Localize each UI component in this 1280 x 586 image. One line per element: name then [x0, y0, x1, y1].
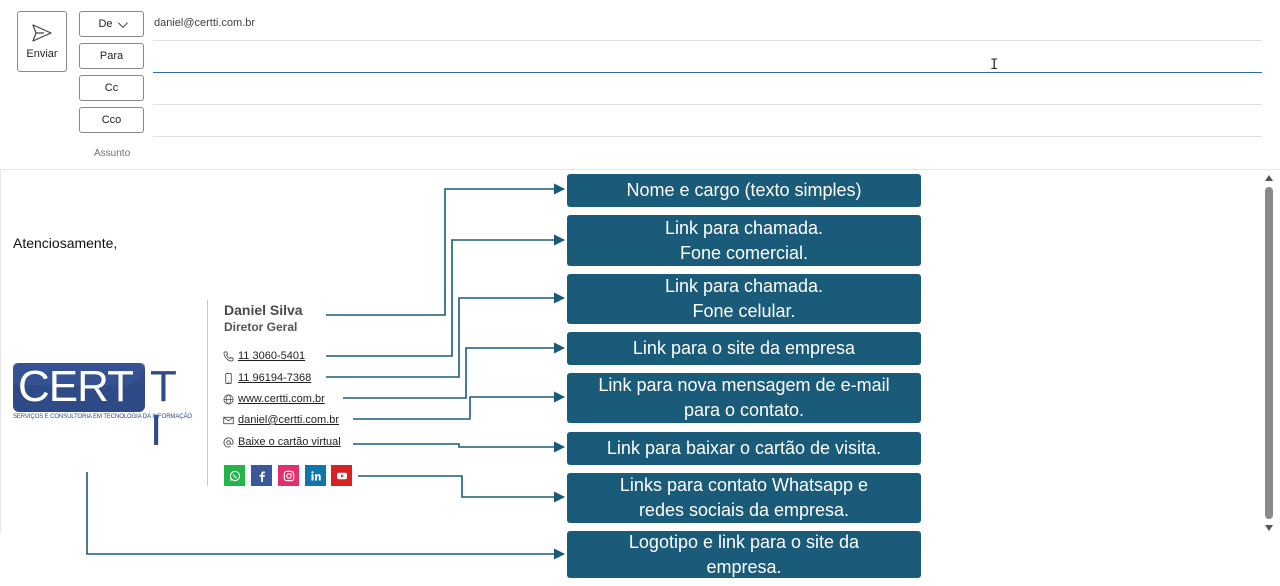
- bcc-input-underline[interactable]: [153, 136, 1262, 137]
- scroll-down-icon[interactable]: [1265, 525, 1273, 531]
- callout-social: Links para contato Whatsapp e redes soci…: [567, 473, 921, 523]
- send-button[interactable]: Enviar: [17, 11, 67, 72]
- callout-name-title: Nome e cargo (texto simples): [567, 174, 921, 207]
- signature-phone-mobile-row: 11 96194-7368: [223, 372, 311, 384]
- logo-cert-text: CERT: [18, 362, 134, 411]
- header-divider: [0, 169, 1280, 170]
- callout-line: Link para o site da empresa: [632, 338, 856, 358]
- connector-social: [358, 475, 566, 503]
- callout-logo: Logotipo e link para o site da empresa.: [567, 531, 921, 578]
- send-label: Enviar: [26, 47, 58, 60]
- bcc-label: Cco: [101, 114, 122, 126]
- body-frame: [0, 170, 1, 533]
- callout-line: Nome e cargo (texto simples): [626, 180, 862, 200]
- callout-line: Links para contato Whatsapp e: [619, 475, 869, 495]
- cc-input-underline[interactable]: [153, 104, 1262, 105]
- logo-tagline: SERVIÇOS E CONSULTORIA EM TECNOLOGIA DA …: [13, 414, 192, 420]
- signature-vcard-row: Baixe o cartão virtual: [223, 436, 341, 448]
- callout-line: Fone celular.: [692, 301, 796, 321]
- callout-phone-mobile: Link para chamada. Fone celular.: [567, 274, 921, 324]
- from-divider: [153, 40, 1262, 41]
- callout-email: Link para nova mensagem de e-mail para o…: [567, 373, 921, 423]
- facebook-icon[interactable]: [251, 465, 272, 486]
- callout-phone-office: Link para chamada. Fone comercial.: [567, 215, 921, 266]
- connector-website: [343, 342, 566, 399]
- to-input-underline[interactable]: [153, 72, 1262, 73]
- signature-website-row: www.certti.com.br: [223, 393, 325, 405]
- connector-phone-mobile: [326, 292, 566, 378]
- cc-label: Cc: [104, 82, 119, 94]
- callout-line: Link para baixar o cartão de visita.: [606, 438, 882, 458]
- send-icon: [32, 23, 52, 42]
- company-logo[interactable]: CERT T I SERVIÇOS E CONSULTORIA EM TECNO…: [12, 363, 197, 453]
- callout-line: empresa.: [706, 556, 782, 577]
- youtube-icon[interactable]: [331, 465, 352, 486]
- signature-phone-office-row: 11 3060-5401: [223, 350, 305, 362]
- envelope-icon: [223, 416, 234, 424]
- logo-ti-text: T I: [150, 362, 183, 455]
- email-link[interactable]: daniel@certti.com.br: [238, 414, 340, 426]
- from-value: daniel@certti.com.br: [154, 17, 256, 29]
- subject-input[interactable]: Assunto: [94, 148, 131, 159]
- text-cursor-icon: I: [990, 57, 999, 73]
- at-sign-icon: [223, 436, 234, 447]
- phone-icon: [223, 351, 234, 361]
- phone-office-link[interactable]: 11 3060-5401: [238, 350, 306, 362]
- globe-icon: [223, 394, 234, 404]
- website-link[interactable]: www.certti.com.br: [238, 393, 325, 405]
- scroll-thumb[interactable]: [1265, 187, 1273, 519]
- signature-name: Daniel Silva: [224, 302, 303, 318]
- signature-title: Diretor Geral: [224, 320, 298, 334]
- connector-phone-office: [326, 234, 566, 357]
- cc-button[interactable]: Cc: [79, 75, 144, 101]
- callout-line: Link para chamada.: [664, 276, 824, 296]
- vcard-download-link[interactable]: Baixe o cartão virtual: [238, 436, 341, 448]
- to-label: Para: [99, 50, 124, 62]
- signature-divider: [207, 300, 208, 486]
- callout-website: Link para o site da empresa: [567, 332, 921, 365]
- signature-email-row: daniel@certti.com.br: [223, 414, 339, 426]
- mobile-phone-icon: [225, 372, 232, 384]
- chevron-down-icon: [117, 17, 128, 28]
- connector-name: [326, 183, 566, 316]
- callout-vcard: Link para baixar o cartão de visita.: [567, 432, 921, 465]
- logo-cert-block: CERT: [13, 363, 145, 412]
- from-label: De: [98, 18, 113, 30]
- body-scrollbar[interactable]: [1261, 172, 1277, 534]
- connector-vcard: [353, 441, 566, 453]
- instagram-icon[interactable]: [278, 465, 299, 486]
- callout-line: Link para nova mensagem de e-mail: [598, 375, 890, 395]
- to-button[interactable]: Para: [79, 43, 144, 69]
- linkedin-icon[interactable]: [305, 465, 326, 486]
- from-button[interactable]: De: [79, 11, 144, 37]
- greeting-text: Atenciosamente,: [13, 235, 118, 251]
- phone-mobile-link[interactable]: 11 96194-7368: [238, 372, 312, 384]
- scroll-up-icon[interactable]: [1265, 175, 1273, 181]
- whatsapp-icon[interactable]: [224, 465, 245, 486]
- connector-email: [353, 391, 566, 420]
- callout-line: para o contato.: [683, 400, 805, 420]
- callout-line: Link para chamada.: [664, 217, 824, 238]
- callout-line: Fone comercial.: [679, 242, 809, 263]
- bcc-button[interactable]: Cco: [79, 107, 144, 133]
- callout-line: Logotipo e link para o site da: [628, 531, 860, 552]
- callout-line: redes sociais da empresa.: [638, 500, 850, 520]
